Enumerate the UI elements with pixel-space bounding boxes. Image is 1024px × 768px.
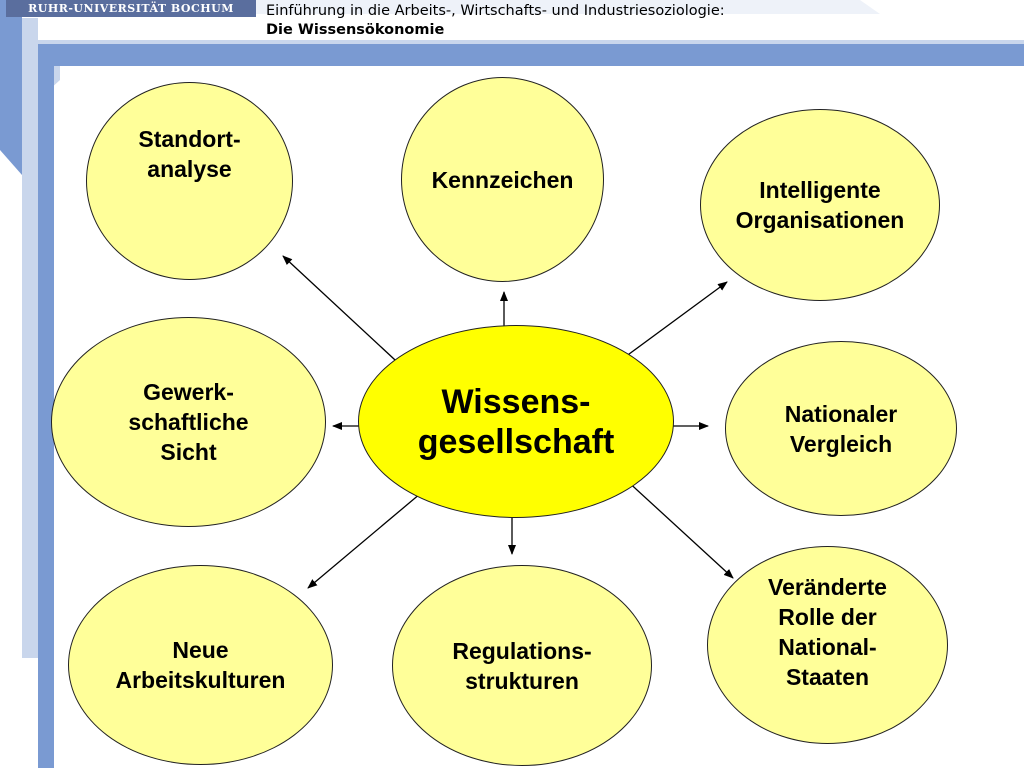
arrow-to-standortanalyse bbox=[282, 255, 409, 373]
slide-topic: Die Wissensökonomie bbox=[266, 22, 445, 38]
node-nationaler-vergleich: Nationaler Vergleich bbox=[725, 341, 957, 516]
node-label: Kennzeichen bbox=[431, 166, 574, 193]
arrow-to-neue-arbeitskulturen bbox=[307, 487, 428, 589]
center-node-wissensgesellschaft: Wissens- gesellschaft bbox=[358, 325, 674, 518]
node-veraenderte-rolle: Veränderte Rolle der National- Staaten bbox=[707, 546, 948, 744]
node-standortanalyse: Standort- analyse bbox=[86, 82, 293, 280]
node-label: Gewerk- schaftliche Sicht bbox=[128, 379, 249, 465]
node-label: Nationaler Vergleich bbox=[784, 400, 898, 457]
node-label: Veränderte Rolle der National- Staaten bbox=[768, 574, 887, 690]
arrow-to-intelligente-organisationen bbox=[624, 281, 728, 358]
course-title: Einführung in die Arbeits-, Wirtschafts-… bbox=[266, 3, 725, 19]
node-label: Neue Arbeitskulturen bbox=[115, 637, 286, 693]
node-kennzeichen: Kennzeichen bbox=[401, 77, 604, 282]
center-node-label: Wissens- gesellschaft bbox=[417, 382, 615, 461]
node-regulationsstrukturen: Regulations- strukturen bbox=[392, 565, 652, 766]
node-intelligente-organisationen: Intelligente Organisationen bbox=[700, 109, 940, 301]
university-logo-bar: RUHR-UNIVERSITÄT BOCHUM bbox=[6, 0, 256, 17]
node-gewerkschaftliche-sicht: Gewerk- schaftliche Sicht bbox=[51, 317, 326, 527]
node-label: Standort- analyse bbox=[138, 125, 241, 182]
node-label: Intelligente Organisationen bbox=[735, 177, 905, 233]
node-label: Regulations- strukturen bbox=[452, 637, 592, 694]
arrow-to-veraenderte-rolle bbox=[623, 477, 734, 579]
node-neue-arbeitskulturen: Neue Arbeitskulturen bbox=[68, 565, 333, 765]
